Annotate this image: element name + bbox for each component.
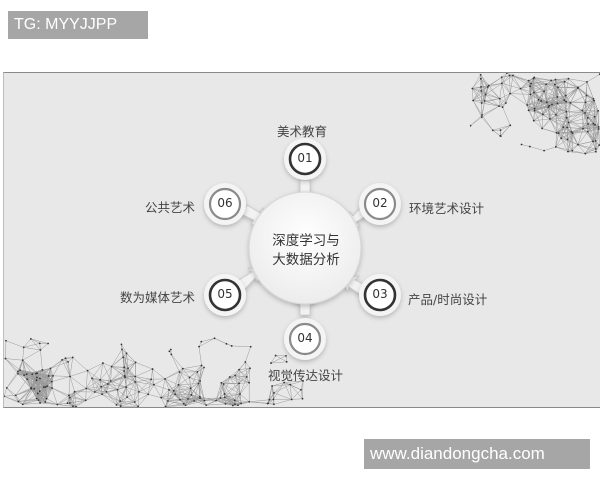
watermark-banner: www.diandongcha.com [364,439,590,469]
node-06 [204,183,246,225]
node-04 [284,318,326,360]
network-decoration-bottom-left [4,337,304,407]
center-label-line1: 深度学习与 [272,233,340,249]
watermark-text: www.diandongcha.com [370,444,545,463]
node-03-number: 03 [372,287,388,301]
node-03 [359,274,401,316]
node-04-number: 04 [297,331,313,345]
center-circle [248,191,362,305]
tag-banner: TG: MYYJJPP [8,11,148,39]
node-03-label: 产品/时尚设计 [408,292,488,307]
node-01-number: 01 [297,151,313,165]
node-01-label: 美术教育 [277,124,328,139]
node-06-number: 06 [217,196,233,210]
node-05-number: 05 [217,287,233,301]
center-label: 深度学习与 大数据分析 [254,232,358,270]
slide-canvas: 01 02 03 04 05 06 深度学习与 大数据分析 美术教育 环境艺术设… [3,72,600,408]
node-04-label: 视觉传达设计 [268,368,344,383]
network-decoration-top-right [470,73,600,155]
node-02-number: 02 [372,196,388,210]
center-label-line2: 大数据分析 [272,252,340,268]
node-02 [359,183,401,225]
node-01 [284,138,326,180]
radial-diagram [204,138,401,360]
node-05 [204,274,246,316]
tag-text: TG: MYYJJPP [14,16,118,33]
node-06-label: 公共艺术 [145,200,196,215]
node-02-label: 环境艺术设计 [409,201,485,216]
node-05-label: 数为媒体艺术 [120,290,196,305]
